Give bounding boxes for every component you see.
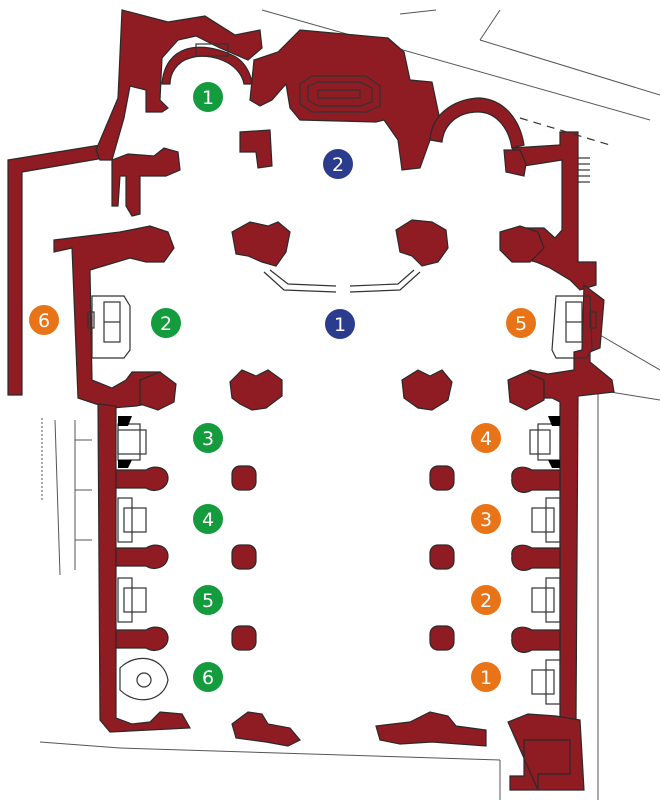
west-chapel-font bbox=[119, 657, 169, 701]
marker-circle bbox=[471, 423, 501, 453]
west-transept-altar bbox=[87, 295, 131, 359]
marker-circle bbox=[29, 305, 59, 335]
marker-number: 2 bbox=[160, 313, 172, 335]
marker-number: 5 bbox=[202, 590, 214, 612]
nave-pier-e1 bbox=[429, 465, 455, 491]
west-upper-wall bbox=[111, 147, 181, 217]
exterior-dashes bbox=[519, 117, 611, 146]
west-transept-pier-low bbox=[139, 371, 177, 411]
facade-right bbox=[375, 711, 487, 747]
marker-circle bbox=[471, 662, 501, 692]
west-chapel-altar-2 bbox=[117, 497, 147, 543]
marker-number: 2 bbox=[332, 154, 344, 176]
marker-number: 1 bbox=[334, 314, 346, 336]
marker-orange-4: 4 bbox=[471, 423, 501, 453]
marker-number: 6 bbox=[38, 310, 50, 332]
east-chapel-altar-3 bbox=[531, 577, 561, 623]
marker-number: 5 bbox=[515, 313, 527, 335]
west-chapel-altar-1 bbox=[117, 416, 147, 468]
marker-orange-3: 3 bbox=[471, 504, 501, 534]
numbered-markers: 1 2 3 4 5 6 1 2 1 2 3 4 5 6 bbox=[29, 82, 536, 692]
marker-number: 6 bbox=[202, 667, 214, 689]
nave-pier-w3 bbox=[231, 625, 257, 651]
northeast-wall bbox=[510, 131, 597, 291]
east-transept-pier-low bbox=[507, 371, 545, 411]
marker-circle bbox=[323, 149, 353, 179]
marker-circle bbox=[151, 308, 181, 338]
northwest-wall bbox=[95, 9, 263, 161]
east-upper-wall bbox=[503, 149, 527, 177]
marker-number: 2 bbox=[480, 590, 492, 612]
marker-green-4: 4 bbox=[193, 504, 223, 534]
east-chapel-altar-1 bbox=[529, 416, 561, 468]
marker-green-6: 6 bbox=[193, 662, 223, 692]
east-chapel-altar-2 bbox=[531, 497, 561, 543]
high-altar bbox=[299, 75, 381, 113]
east-aisle-wall bbox=[511, 283, 615, 721]
sacristy-cabinet bbox=[195, 43, 229, 57]
north-apse-right bbox=[429, 97, 525, 149]
marker-orange-1: 1 bbox=[471, 662, 501, 692]
crossing-pier-se bbox=[401, 369, 453, 411]
marker-circle bbox=[325, 309, 355, 339]
marker-orange-2: 2 bbox=[471, 585, 501, 615]
crossing-pier-sw bbox=[229, 369, 283, 411]
marker-orange-6: 6 bbox=[29, 305, 59, 335]
marker-circle bbox=[193, 504, 223, 534]
nave-pier-e3 bbox=[429, 625, 455, 651]
east-transept-altar bbox=[551, 295, 597, 359]
marker-circle bbox=[193, 585, 223, 615]
piers bbox=[139, 129, 545, 651]
fittings bbox=[87, 43, 611, 705]
marker-green-2: 2 bbox=[151, 308, 181, 338]
chancel-rail bbox=[263, 271, 421, 293]
crossing-pier-ne bbox=[395, 219, 449, 267]
marker-number: 3 bbox=[480, 509, 492, 531]
nave-pier-w1 bbox=[231, 465, 257, 491]
marker-circle bbox=[193, 82, 223, 112]
marker-number: 3 bbox=[202, 428, 214, 450]
stair bbox=[578, 157, 590, 183]
west-transept-wall bbox=[53, 225, 175, 409]
nave-pier-w2 bbox=[231, 544, 257, 570]
east-transept-pier bbox=[499, 225, 545, 263]
southeast-tower bbox=[507, 713, 585, 791]
marker-blue-2: 2 bbox=[323, 149, 353, 179]
crossing-pier-nw bbox=[231, 221, 291, 267]
marker-number: 1 bbox=[480, 667, 492, 689]
marker-circle bbox=[193, 662, 223, 692]
marker-circle bbox=[471, 504, 501, 534]
west-chapel-altar-3 bbox=[117, 577, 147, 623]
marker-green-1: 1 bbox=[193, 82, 223, 112]
marker-green-3: 3 bbox=[193, 423, 223, 453]
nave-pier-e2 bbox=[429, 544, 455, 570]
marker-blue-1: 1 bbox=[325, 309, 355, 339]
marker-green-5: 5 bbox=[193, 585, 223, 615]
marker-number: 4 bbox=[202, 509, 214, 531]
chancel-pier-left bbox=[239, 129, 273, 169]
marker-number: 1 bbox=[202, 87, 214, 109]
marker-circle bbox=[193, 423, 223, 453]
facade-left bbox=[231, 711, 301, 747]
marker-orange-5: 5 bbox=[506, 308, 536, 338]
marker-number: 4 bbox=[480, 428, 492, 450]
marker-circle bbox=[471, 585, 501, 615]
east-chapel-dividers bbox=[511, 466, 561, 653]
east-chapel-altar-4 bbox=[531, 659, 561, 705]
west-chapel-wall bbox=[97, 403, 192, 733]
west-chapel-dividers bbox=[115, 466, 169, 651]
marker-circle bbox=[506, 308, 536, 338]
sacristy-block bbox=[249, 29, 441, 171]
